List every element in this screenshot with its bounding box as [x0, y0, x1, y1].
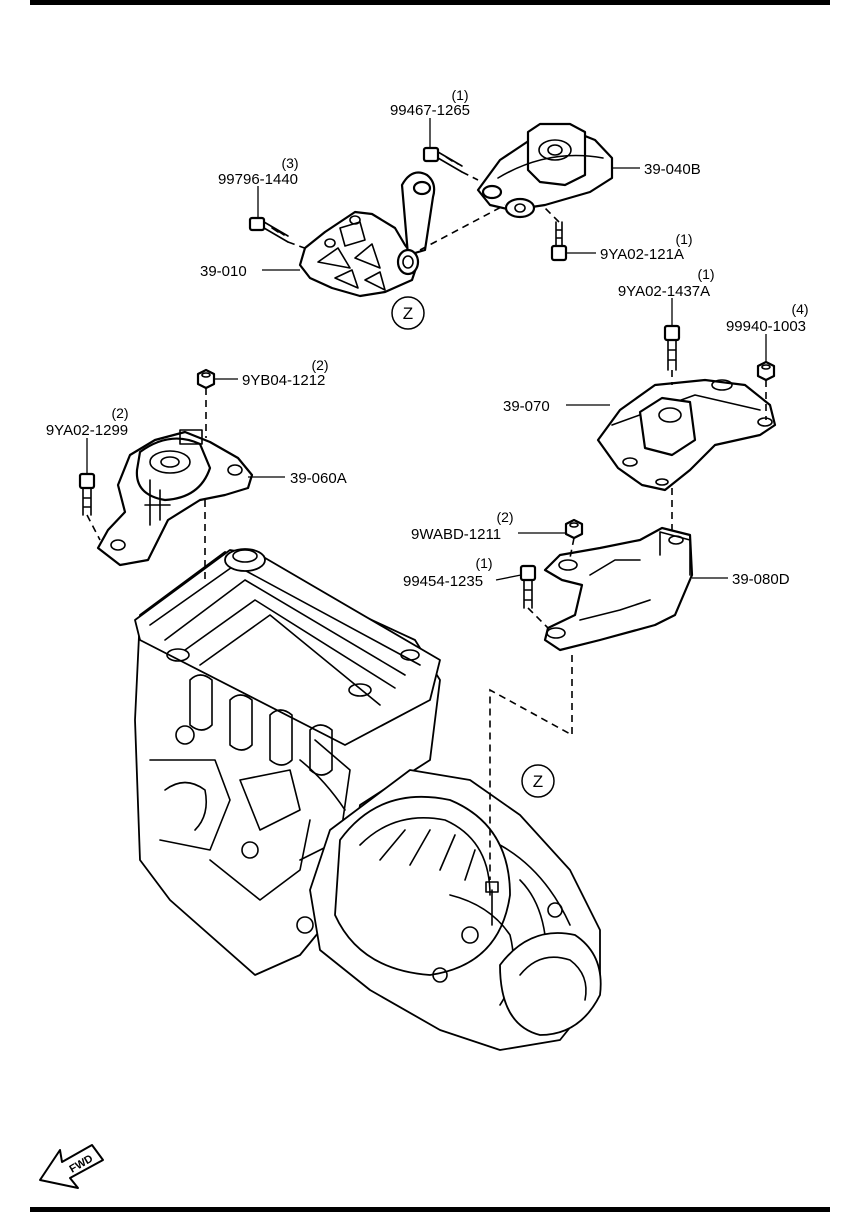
callout-qty: (2) [311, 357, 328, 373]
callout-part-number: 99940-1003 [726, 318, 806, 335]
callout-qty: (3) [281, 155, 298, 171]
callout-part-number: 9WABD-1211 [411, 526, 501, 543]
view-marker-z-lower: Z [521, 764, 555, 798]
callout-part-number: 9YB04-1212 [242, 372, 325, 389]
callout-qty: (4) [791, 301, 808, 317]
alignment-lines [86, 171, 767, 880]
engine-transaxle-assembly [134, 548, 602, 1051]
top-border [30, 0, 830, 5]
callout-part-number: 39-060A [290, 470, 347, 487]
callout-part-number: 39-040B [644, 161, 701, 178]
callout-part-number: 9YA02-1437A [618, 283, 710, 300]
bolt-99796-1440 [248, 216, 289, 243]
bracket-39-070 [596, 378, 777, 492]
bolt-9YA02-1437A [663, 324, 681, 371]
svg-text:Z: Z [533, 772, 543, 791]
callout-part-number: 39-010 [200, 263, 247, 280]
bolt-9YA02-121A [550, 221, 568, 262]
callout-qty: (2) [111, 405, 128, 421]
view-marker-z-upper: Z [391, 296, 425, 330]
nut-9YB04-1212 [196, 368, 216, 390]
mount-39-040B [476, 122, 614, 219]
bolt-99454-1235 [519, 564, 537, 609]
callout-part-number: 99467-1265 [390, 102, 470, 119]
nut-9WABD-1211 [564, 518, 584, 540]
bolt-9YA02-1299 [78, 472, 96, 516]
callouts: (1) 99467-1265 39-040B (3) 99796-1440 39… [46, 87, 809, 590]
mount-39-060A [96, 429, 254, 567]
callout-part-number: 39-080D [732, 571, 790, 588]
callout-qty: (1) [475, 555, 492, 571]
callout-part-number: 9YA02-1299 [46, 422, 128, 439]
svg-text:Z: Z [403, 304, 413, 323]
callout-part-number: 9YA02-121A [600, 246, 684, 263]
callout-qty: (1) [675, 231, 692, 247]
bracket-39-010 [298, 171, 436, 298]
callout-qty: (1) [451, 87, 468, 103]
nut-99940-1003 [756, 360, 776, 382]
callout-qty: (1) [697, 266, 714, 282]
bottom-border [30, 1207, 830, 1212]
callout-part-number: 39-070 [503, 398, 550, 415]
bolt-99467-1265 [422, 146, 463, 173]
callout-part-number: 99454-1235 [403, 573, 483, 590]
bracket-39-080D [543, 526, 694, 652]
leader-lines [86, 118, 767, 581]
callout-part-number: 99796-1440 [218, 171, 298, 188]
fwd-arrow-icon: FWD [39, 1144, 104, 1189]
callout-qty: (2) [496, 509, 513, 525]
